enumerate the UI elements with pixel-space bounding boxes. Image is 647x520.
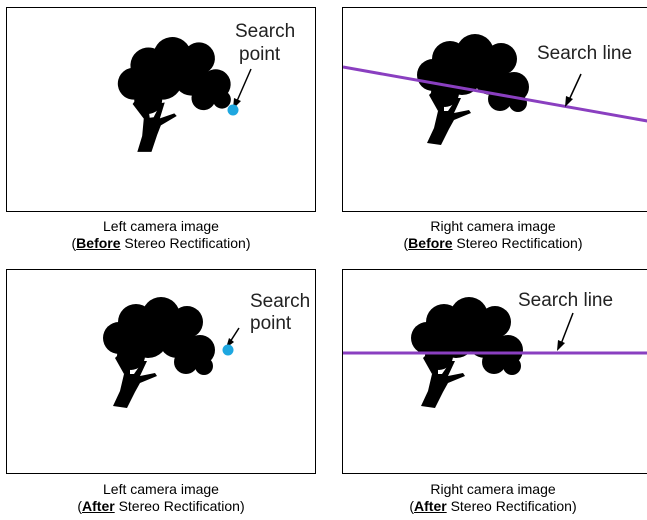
- search-point-marker: [222, 344, 234, 356]
- tree-silhouette: [103, 297, 215, 408]
- right-image-before-panel: Search line: [342, 7, 647, 212]
- right-before-caption: Right camera image (Before Stereo Rectif…: [403, 218, 583, 251]
- left-image-after-scene: Search point: [103, 291, 315, 408]
- annotation-arrow: [236, 68, 252, 102]
- annotation-arrow: [560, 312, 574, 345]
- search-point-label: Search point: [250, 291, 315, 334]
- left-before-caption: Left camera image (Before Stereo Rectifi…: [71, 218, 251, 251]
- tree-silhouette: [112, 29, 239, 156]
- search-point-marker: [227, 104, 239, 116]
- search-line-label: Search line: [518, 290, 613, 311]
- search-line: [343, 65, 647, 123]
- annotation-arrow: [568, 73, 582, 101]
- search-point-label: Search point: [235, 21, 300, 65]
- left-image-before-scene: Search point: [112, 21, 300, 156]
- left-after-caption: Left camera image (After Stereo Rectific…: [77, 481, 245, 514]
- left-image-after-panel: Search point: [6, 269, 316, 474]
- left-image-before-panel: Search point: [6, 7, 316, 212]
- search-line-label: Search line: [537, 43, 632, 64]
- right-image-after-scene: Search line: [343, 290, 647, 408]
- right-after-caption: Right camera image (After Stereo Rectifi…: [409, 481, 577, 514]
- annotation-arrow: [229, 327, 240, 343]
- right-image-after-panel: Search line: [342, 269, 647, 474]
- right-image-before-scene: Search line: [343, 34, 647, 145]
